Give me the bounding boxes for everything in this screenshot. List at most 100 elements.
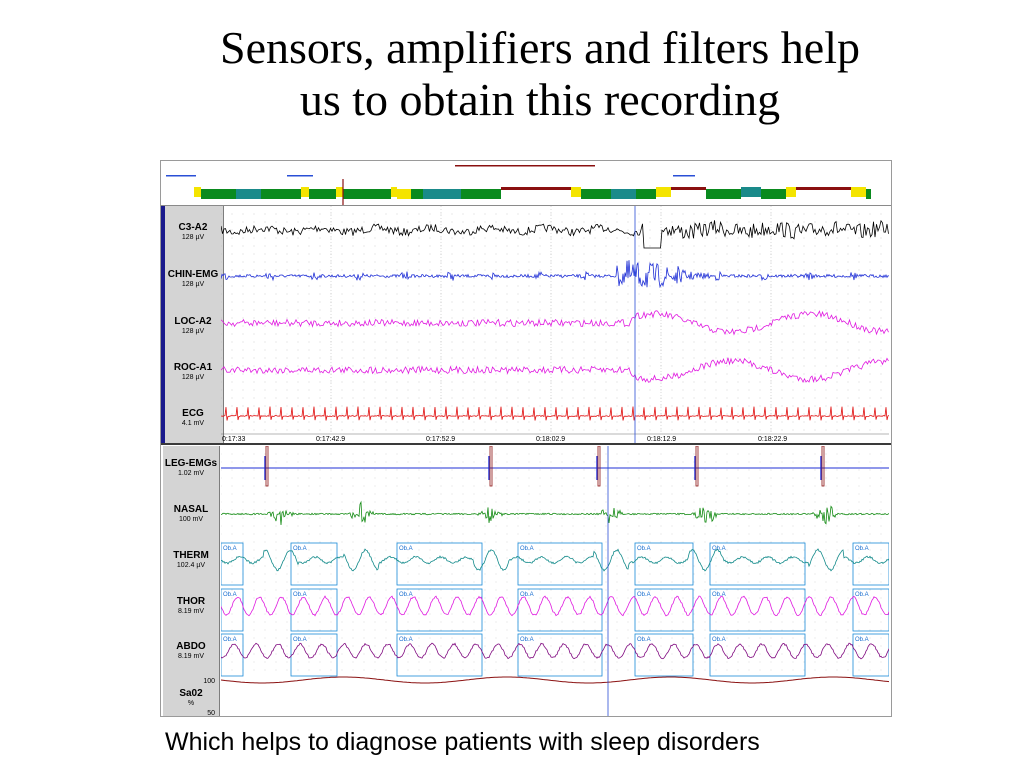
grid-dot — [605, 613, 607, 615]
grid-dot — [264, 293, 266, 295]
grid-dot — [825, 589, 827, 591]
grid-dot — [858, 421, 860, 423]
grid-dot — [484, 261, 486, 263]
grid-dot — [396, 525, 398, 527]
grid-dot — [825, 333, 827, 335]
grid-dot — [517, 413, 519, 415]
grid-dot — [407, 597, 409, 599]
grid-dot — [616, 613, 618, 615]
grid-dot — [836, 573, 838, 575]
grid-dot — [572, 293, 574, 295]
grid-dot — [836, 613, 838, 615]
grid-dot — [253, 509, 255, 511]
grid-dot — [814, 293, 816, 295]
hypnogram-segment — [411, 189, 423, 199]
grid-dot — [572, 477, 574, 479]
grid-dot — [781, 277, 783, 279]
grid-dot — [495, 357, 497, 359]
grid-dot — [539, 277, 541, 279]
grid-dot — [550, 629, 552, 631]
grid-dot — [341, 669, 343, 671]
grid-dot — [869, 285, 871, 287]
grid-dot — [253, 253, 255, 255]
grid-dot — [869, 517, 871, 519]
grid-dot — [737, 525, 739, 527]
grid-dot — [792, 517, 794, 519]
hypnogram-segment — [336, 187, 343, 197]
grid-dot — [605, 461, 607, 463]
grid-dot — [660, 429, 662, 431]
grid-dot — [649, 333, 651, 335]
grid-dot — [671, 213, 673, 215]
grid-dot — [385, 613, 387, 615]
grid-dot — [506, 405, 508, 407]
grid-dot — [451, 477, 453, 479]
grid-dot — [396, 453, 398, 455]
grid-dot — [242, 421, 244, 423]
grid-dot — [869, 341, 871, 343]
grid-dot — [451, 517, 453, 519]
grid-dot — [726, 421, 728, 423]
grid-dot — [649, 533, 651, 535]
grid-dot — [341, 493, 343, 495]
grid-dot — [484, 629, 486, 631]
grid-dot — [759, 301, 761, 303]
grid-dot — [253, 533, 255, 535]
grid-dot — [462, 429, 464, 431]
channel-name: Sa02 — [179, 688, 203, 699]
grid-dot — [528, 645, 530, 647]
grid-dot — [539, 421, 541, 423]
grid-dot — [528, 309, 530, 311]
grid-dot — [484, 317, 486, 319]
grid-dot — [693, 373, 695, 375]
grid-dot — [374, 277, 376, 279]
grid-dot — [682, 517, 684, 519]
grid-dot — [759, 661, 761, 663]
grid-dot — [858, 365, 860, 367]
grid-dot — [594, 485, 596, 487]
grid-dot — [407, 285, 409, 287]
grid-dot — [297, 533, 299, 535]
grid-dot — [539, 373, 541, 375]
obstructive-apnea-label: Ob.A — [520, 592, 534, 598]
grid-dot — [352, 533, 354, 535]
sa02-trace — [221, 676, 889, 684]
grid-dot — [253, 453, 255, 455]
grid-dot — [363, 533, 365, 535]
grid-dot — [352, 469, 354, 471]
grid-dot — [462, 381, 464, 383]
grid-dot — [253, 429, 255, 431]
grid-dot — [803, 373, 805, 375]
grid-dot — [440, 613, 442, 615]
grid-dot — [759, 533, 761, 535]
grid-dot — [374, 245, 376, 247]
grid-dot — [231, 493, 233, 495]
grid-dot — [836, 429, 838, 431]
grid-dot — [253, 469, 255, 471]
grid-dot — [308, 397, 310, 399]
grid-dot — [792, 317, 794, 319]
grid-dot — [473, 261, 475, 263]
grid-dot — [495, 653, 497, 655]
grid-dot — [253, 389, 255, 391]
grid-dot — [715, 501, 717, 503]
grid-dot — [528, 253, 530, 255]
grid-dot — [297, 581, 299, 583]
grid-dot — [583, 653, 585, 655]
grid-dot — [627, 421, 629, 423]
grid-dot — [671, 533, 673, 535]
grid-dot — [759, 229, 761, 231]
grid-dot — [242, 453, 244, 455]
grid-dot — [286, 669, 288, 671]
grid-dot — [539, 469, 541, 471]
grid-dot — [638, 501, 640, 503]
grid-dot — [605, 373, 607, 375]
grid-dot — [528, 285, 530, 287]
grid-dot — [330, 541, 332, 543]
grid-dot — [407, 301, 409, 303]
grid-dot — [539, 453, 541, 455]
grid-dot — [363, 653, 365, 655]
grid-dot — [627, 397, 629, 399]
grid-dot — [880, 453, 882, 455]
channel-label-thor: THOR 8.19 mV — [163, 596, 219, 616]
